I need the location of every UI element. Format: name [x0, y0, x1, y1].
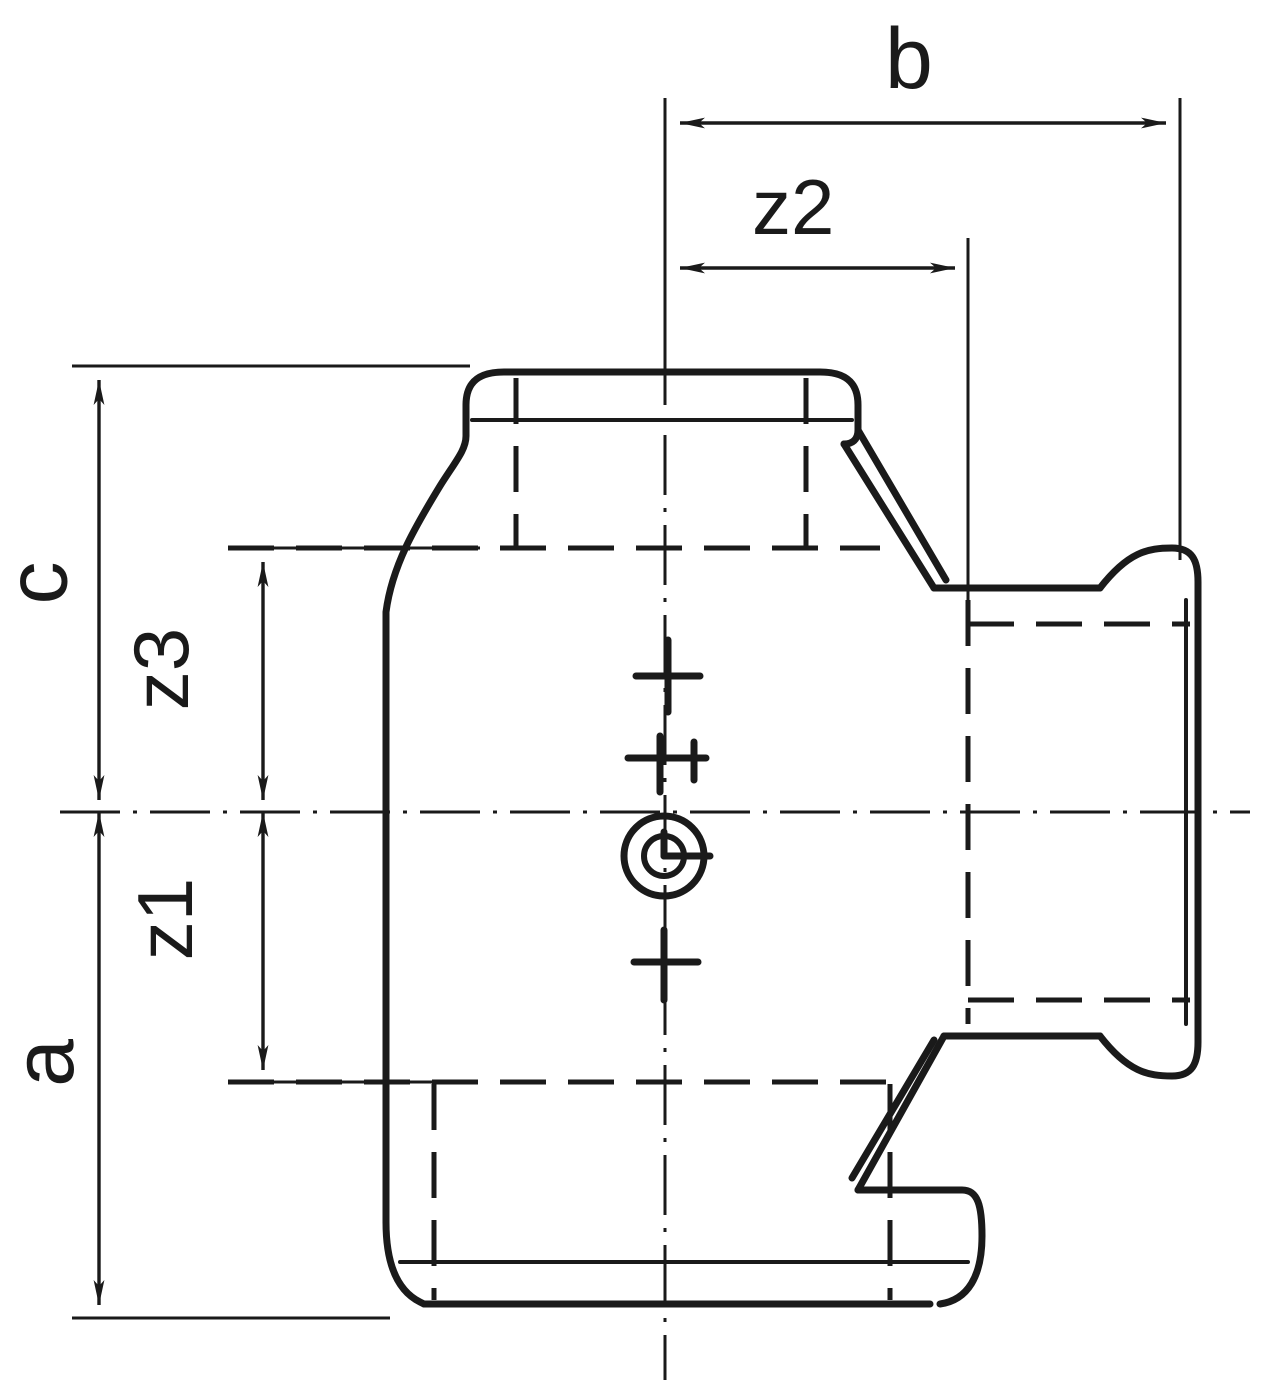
gf-logo-mark: [620, 636, 714, 1004]
fitting-body-outline: [382, 368, 1202, 1308]
dimension-label-z2: z2: [752, 163, 835, 251]
dimension-label-z3: z3: [117, 627, 206, 711]
hidden-bore-lines: [228, 378, 1190, 1300]
dimension-label-z1: z1: [121, 877, 210, 961]
center-lines: [60, 345, 1250, 1380]
dimension-lines: [72, 98, 1182, 1320]
dimension-label-a: a: [0, 1039, 92, 1087]
dimension-label-c: c: [0, 562, 86, 605]
dimension-label-b: b: [885, 11, 933, 107]
